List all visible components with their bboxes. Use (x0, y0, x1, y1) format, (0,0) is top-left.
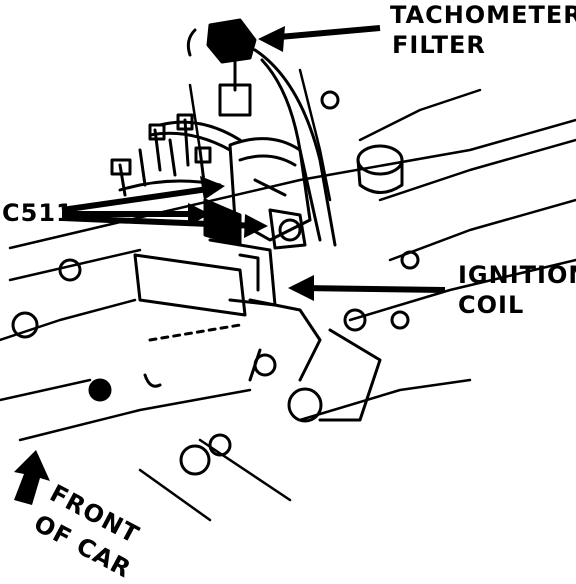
label-tachometer: TACHOMETER (390, 1, 576, 29)
arrow-tachometer-filter (258, 25, 381, 52)
label-coil: COIL (458, 291, 525, 319)
oil-cap (356, 144, 404, 194)
tachometer-filter-part (186, 18, 337, 247)
engine-diagram (0, 18, 576, 522)
distributor-wires (110, 113, 242, 197)
arrow-ignition-coil (288, 275, 446, 301)
arrow-c511 (61, 176, 268, 238)
ignition-coil-part (133, 238, 382, 423)
distributor-housing (203, 137, 312, 250)
arrow-front-of-car (14, 450, 50, 505)
bolts (11, 90, 420, 476)
label-filter: FILTER (392, 31, 486, 59)
label-ignition: IGNITION (458, 261, 576, 289)
engine-block (0, 68, 576, 522)
label-c511: C511 (2, 199, 74, 227)
